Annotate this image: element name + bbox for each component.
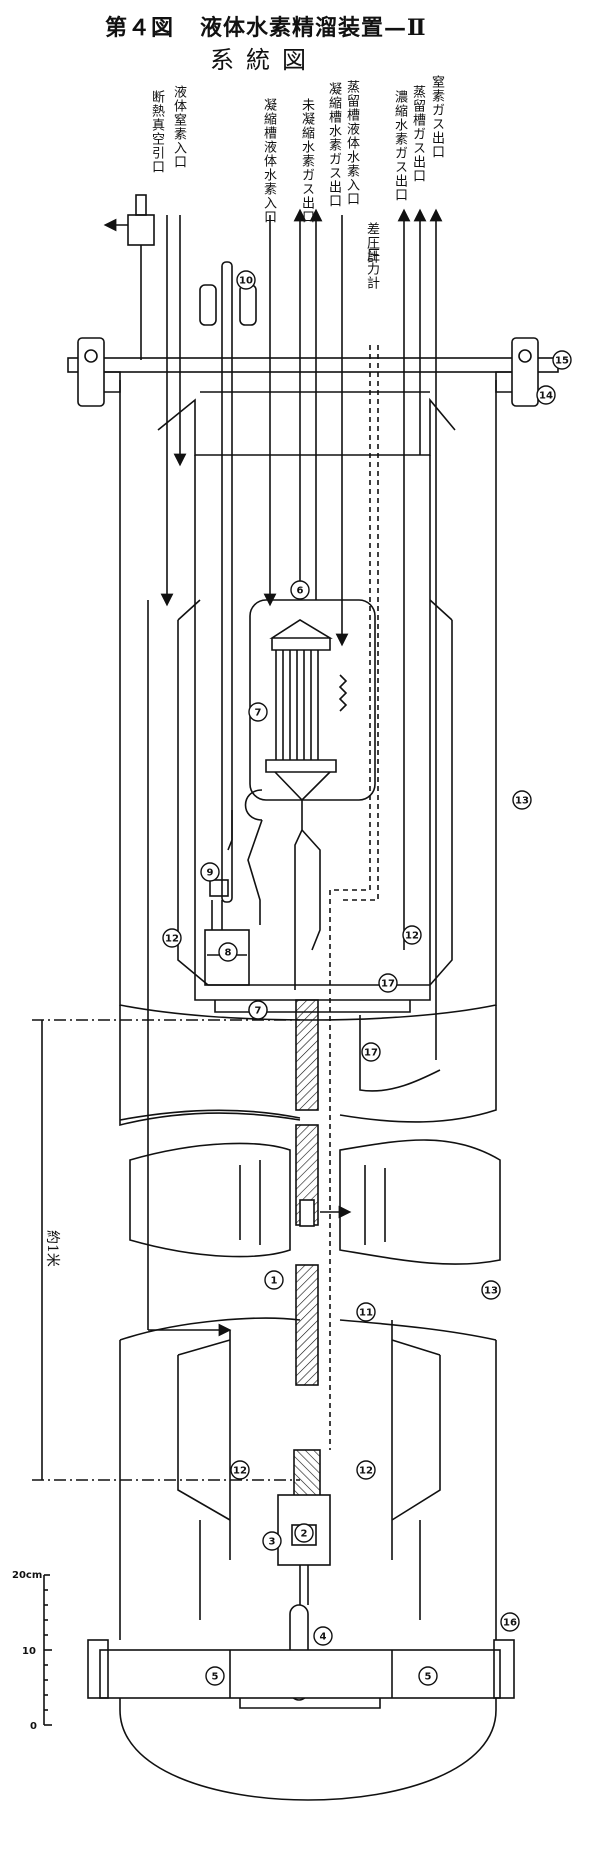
callout-number: 9 — [207, 868, 214, 879]
outer-vessel-upper — [119, 380, 497, 1021]
heater-block — [277, 1494, 331, 1605]
callout-circle — [262, 1531, 282, 1551]
callout-circle — [236, 270, 256, 290]
callout-circle — [294, 1523, 314, 1543]
callout-circle — [200, 862, 220, 882]
callout-number: 8 — [225, 948, 232, 959]
callout-number: 16 — [503, 1618, 517, 1629]
callout-number: 7 — [255, 708, 262, 719]
callout-number: 17 — [381, 979, 395, 990]
column-tube — [293, 999, 321, 1531]
callout-circle — [418, 1666, 438, 1686]
callout-number: 12 — [359, 1466, 373, 1477]
callout-number: 7 — [255, 1006, 262, 1017]
label-condenser-lh2-inlet: 凝縮槽液体水素入口 — [261, 98, 276, 224]
label-vacuum-port: 断熱真空引口 — [149, 90, 164, 174]
vacuum-valve — [103, 194, 155, 360]
callout-circle — [290, 580, 310, 600]
callout-number: 17 — [364, 1048, 378, 1059]
callout-number: 5 — [425, 1672, 432, 1683]
callout-number: 12 — [233, 1466, 247, 1477]
label-enriched-h2-outlet: 濃縮水素ガス出口 — [392, 90, 407, 202]
label-n2-gas-outlet: 窒素ガス出口 — [429, 75, 444, 159]
callout-number: 1 — [271, 1276, 278, 1287]
callout-number: 13 — [484, 1286, 498, 1297]
radiation-shield-upper — [157, 397, 456, 986]
callout-circle — [248, 702, 268, 722]
outlet-arrows — [293, 208, 443, 1060]
lower-vessel — [119, 1317, 497, 1640]
callout-number: 2 — [301, 1529, 308, 1540]
label-uncondensed-h2-outlet: 未凝縮水素ガス出口 — [299, 98, 314, 224]
label-condenser-h2-outlet: 凝縮槽水素ガス出口 — [326, 82, 341, 208]
callout-circle — [313, 1626, 333, 1646]
still-body — [249, 599, 376, 802]
callout-circle — [402, 925, 422, 945]
gauge-lines — [329, 345, 379, 1450]
callout-number: 15 — [555, 356, 569, 367]
part-callouts: 17106798121217131514171111312122345516 — [162, 270, 572, 1686]
callout-number: 10 — [239, 276, 253, 287]
scale-label-20: 20cm — [12, 1570, 42, 1581]
callout-circle — [356, 1460, 376, 1480]
scale-bar — [43, 1574, 52, 1726]
bottom-dome — [119, 1698, 497, 1801]
callout-circle — [162, 928, 182, 948]
callout-circle — [481, 1280, 501, 1300]
callout-circle — [378, 973, 398, 993]
callout-circle — [248, 1000, 268, 1020]
middle-section — [119, 1005, 501, 1265]
figure-number: 第４図 — [105, 15, 175, 41]
callout-circle — [500, 1612, 520, 1632]
callout-circle — [356, 1302, 376, 1322]
callout-number: 14 — [539, 391, 553, 402]
callout-number: 13 — [515, 796, 529, 807]
callout-number: 5 — [212, 1672, 219, 1683]
callout-number: 4 — [320, 1632, 327, 1643]
figure-main-title: 液体水素精溜装置—Ⅱ — [200, 15, 427, 41]
callout-number: 12 — [405, 931, 419, 942]
label-diff-manometer: 差圧計 — [364, 222, 379, 264]
callout-circle — [536, 385, 556, 405]
label-pressure-gauge: 圧力計 — [364, 248, 379, 290]
scale-label-10: 10 — [22, 1646, 36, 1657]
receiver-tank — [204, 879, 250, 986]
clamp-band — [87, 1639, 515, 1699]
callout-circle — [512, 790, 532, 810]
callout-circle — [218, 942, 238, 962]
callout-circle — [230, 1460, 250, 1480]
label-still-lh2-inlet: 蒸留槽液体水素入口 — [344, 80, 359, 206]
figure-subtitle: 系統図 — [210, 46, 318, 74]
callout-number: 6 — [297, 586, 304, 597]
callout-circle — [205, 1666, 225, 1686]
callout-number: 11 — [359, 1308, 373, 1319]
callout-number: 12 — [165, 934, 179, 945]
callout-circle — [552, 350, 572, 370]
dimension-line — [32, 1019, 300, 1481]
callout-number: 3 — [269, 1537, 276, 1548]
scale-label-0: 0 — [30, 1721, 37, 1732]
inner-vessel — [194, 455, 431, 1013]
inlet-arrows — [147, 215, 349, 1337]
callout-circle — [264, 1270, 284, 1290]
internal-piping — [227, 789, 321, 990]
dimension-label: 約1米 — [44, 1230, 60, 1267]
figure-title: 第４図液体水素精溜装置—Ⅱ — [105, 10, 427, 42]
label-ln2-inlet: 液体窒素入口 — [171, 85, 186, 169]
label-still-gas-outlet: 蒸留槽ガス出口 — [410, 85, 425, 183]
callout-circle — [361, 1042, 381, 1062]
